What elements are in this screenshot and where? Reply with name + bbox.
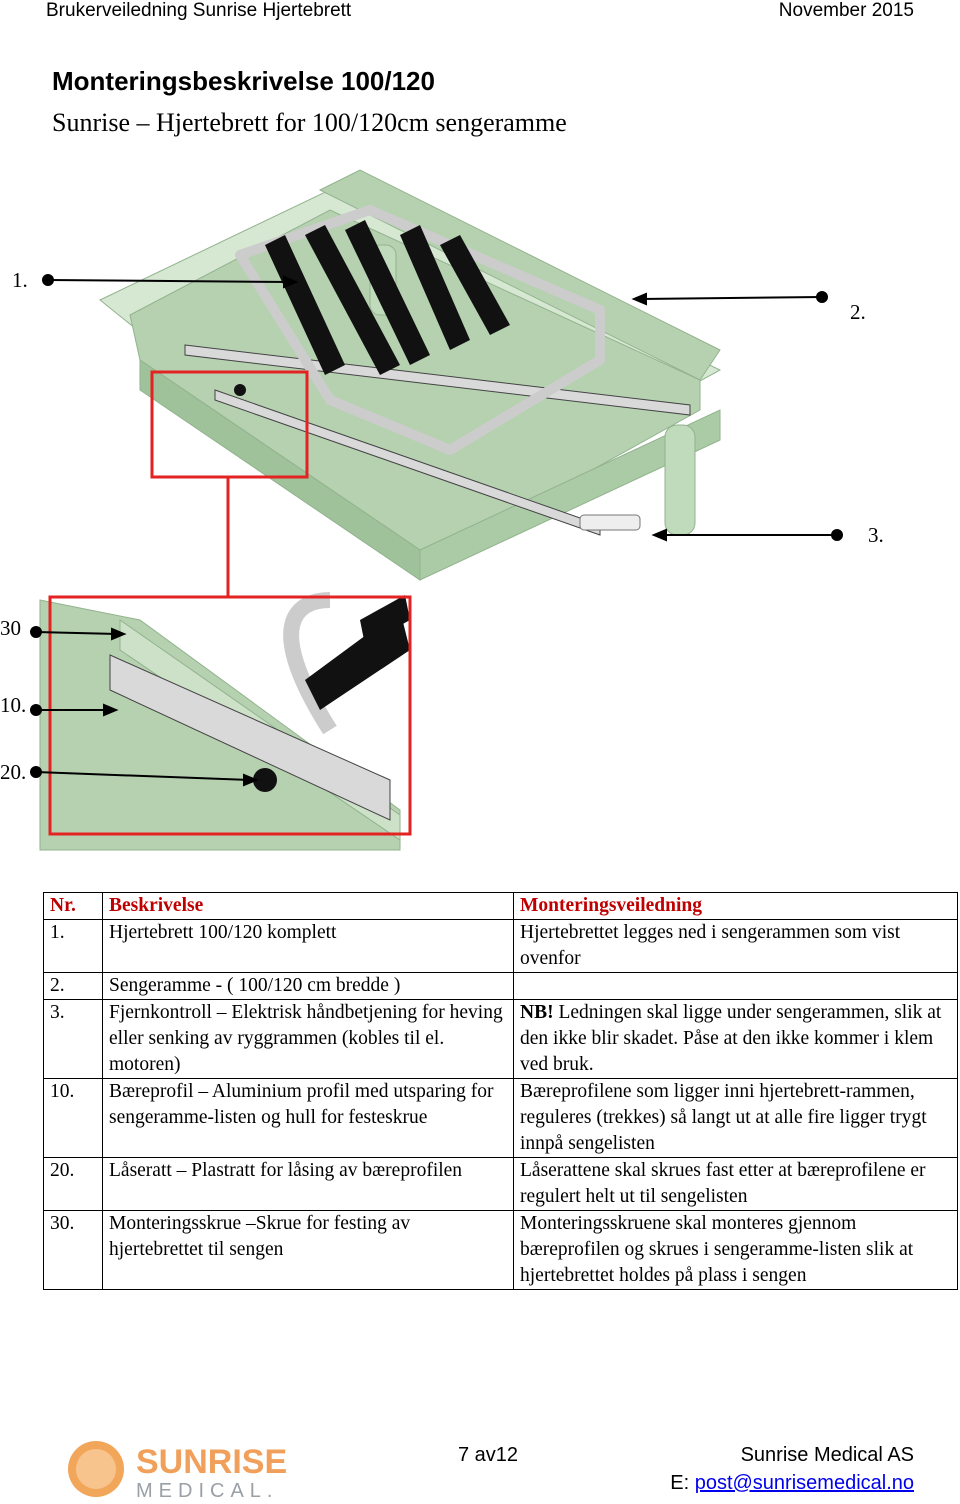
table-row: 2. Sengeramme - ( 100/120 cm bredde ) [43,972,958,1000]
row-nr: 30. [43,1210,103,1290]
footer-email: E: post@sunrisemedical.no [670,1472,914,1495]
company-name: Sunrise Medical AS [740,1444,914,1466]
callout-arrows [30,274,843,787]
callout-2: 2. [850,300,866,324]
header-date: November 2015 [778,0,914,21]
row-nr: 3. [43,999,103,1079]
callout-1: 1. [12,268,28,292]
row-description: Sengeramme - ( 100/120 cm bredde ) [102,972,514,1000]
highlight-box-detail [48,595,412,836]
row-guide-text: Ledningen skal ligge under sengerammen, … [520,1002,942,1075]
row-nr: 20. [43,1157,103,1211]
page-subtitle: Sunrise – Hjertebrett for 100/120cm seng… [52,108,567,137]
row-guide: NB! Ledningen skal ligge under sengeramm… [513,999,958,1079]
header-guide: Monteringsveiledning [513,892,958,920]
row-description: Monteringsskrue –Skrue for festing av hj… [102,1210,514,1290]
callout-3: 3. [868,523,884,547]
table-row: 20. Låseratt – Plastratt for låsing av b… [43,1157,958,1211]
parts-table: Nr. Beskrivelse Monteringsveiledning 1. … [43,892,958,1290]
lock-wheel-detail-icon [253,768,277,792]
lock-wheel-icon [234,384,246,396]
table-row: 30. Monteringsskrue –Skrue for festing a… [43,1210,958,1290]
page-title: Monteringsbeskrivelse 100/120 [52,66,435,96]
row-guide: Monteringsskruene skal monteres gjennom … [513,1210,958,1290]
row-nr: 10. [43,1078,103,1158]
callout-10: 10. [0,693,27,717]
remote-control [579,514,641,531]
row-guide: Bæreprofilene som ligger inni hjertebret… [513,1078,958,1158]
row-guide: Hjertebrettet legges ned i sengerammen s… [513,919,958,973]
email-link[interactable]: post@sunrisemedical.no [694,1472,914,1494]
table-row: 3. Fjernkontroll – Elektrisk håndbetjeni… [43,999,958,1079]
callout-30: 30 [0,616,21,640]
assembly-figure: 1. 2. 3. 30 10. 20. [0,150,960,890]
heart-board-frame [235,205,605,735]
sunrise-medical-logo: SUNRISE MEDICAL. [68,1441,287,1500]
table-header-row: Nr. Beskrivelse Monteringsveiledning [43,892,958,920]
row-nr: 1. [43,919,103,973]
row-description: Fjernkontroll – Elektrisk håndbetjening … [102,999,514,1079]
assembly-illustration [30,169,843,851]
nb-label: NB! [520,1002,554,1023]
row-description: Hjertebrett 100/120 komplett [102,919,514,973]
row-description: Bæreprofil – Aluminium profil med utspar… [102,1078,514,1158]
row-guide: Låserattene skal skrues fast etter at bæ… [513,1157,958,1211]
header-nr: Nr. [43,892,103,920]
page-number: 7 av12 [458,1444,519,1466]
row-nr: 2. [43,972,103,1000]
table-row: 1. Hjertebrett 100/120 komplett Hjertebr… [43,919,958,973]
callout-20: 20. [0,760,27,784]
logo-text-top: SUNRISE [136,1443,287,1481]
email-prefix: E: [670,1472,695,1494]
row-guide [513,972,958,1000]
header-description: Beskrivelse [102,892,514,920]
header-left: Brukerveiledning Sunrise Hjertebrett [46,0,352,21]
row-description: Låseratt – Plastratt for låsing av bærep… [102,1157,514,1211]
logo-text-bottom: MEDICAL. [136,1480,278,1500]
straps [265,220,510,710]
table-row: 10. Bæreprofil – Aluminium profil med ut… [43,1078,958,1158]
